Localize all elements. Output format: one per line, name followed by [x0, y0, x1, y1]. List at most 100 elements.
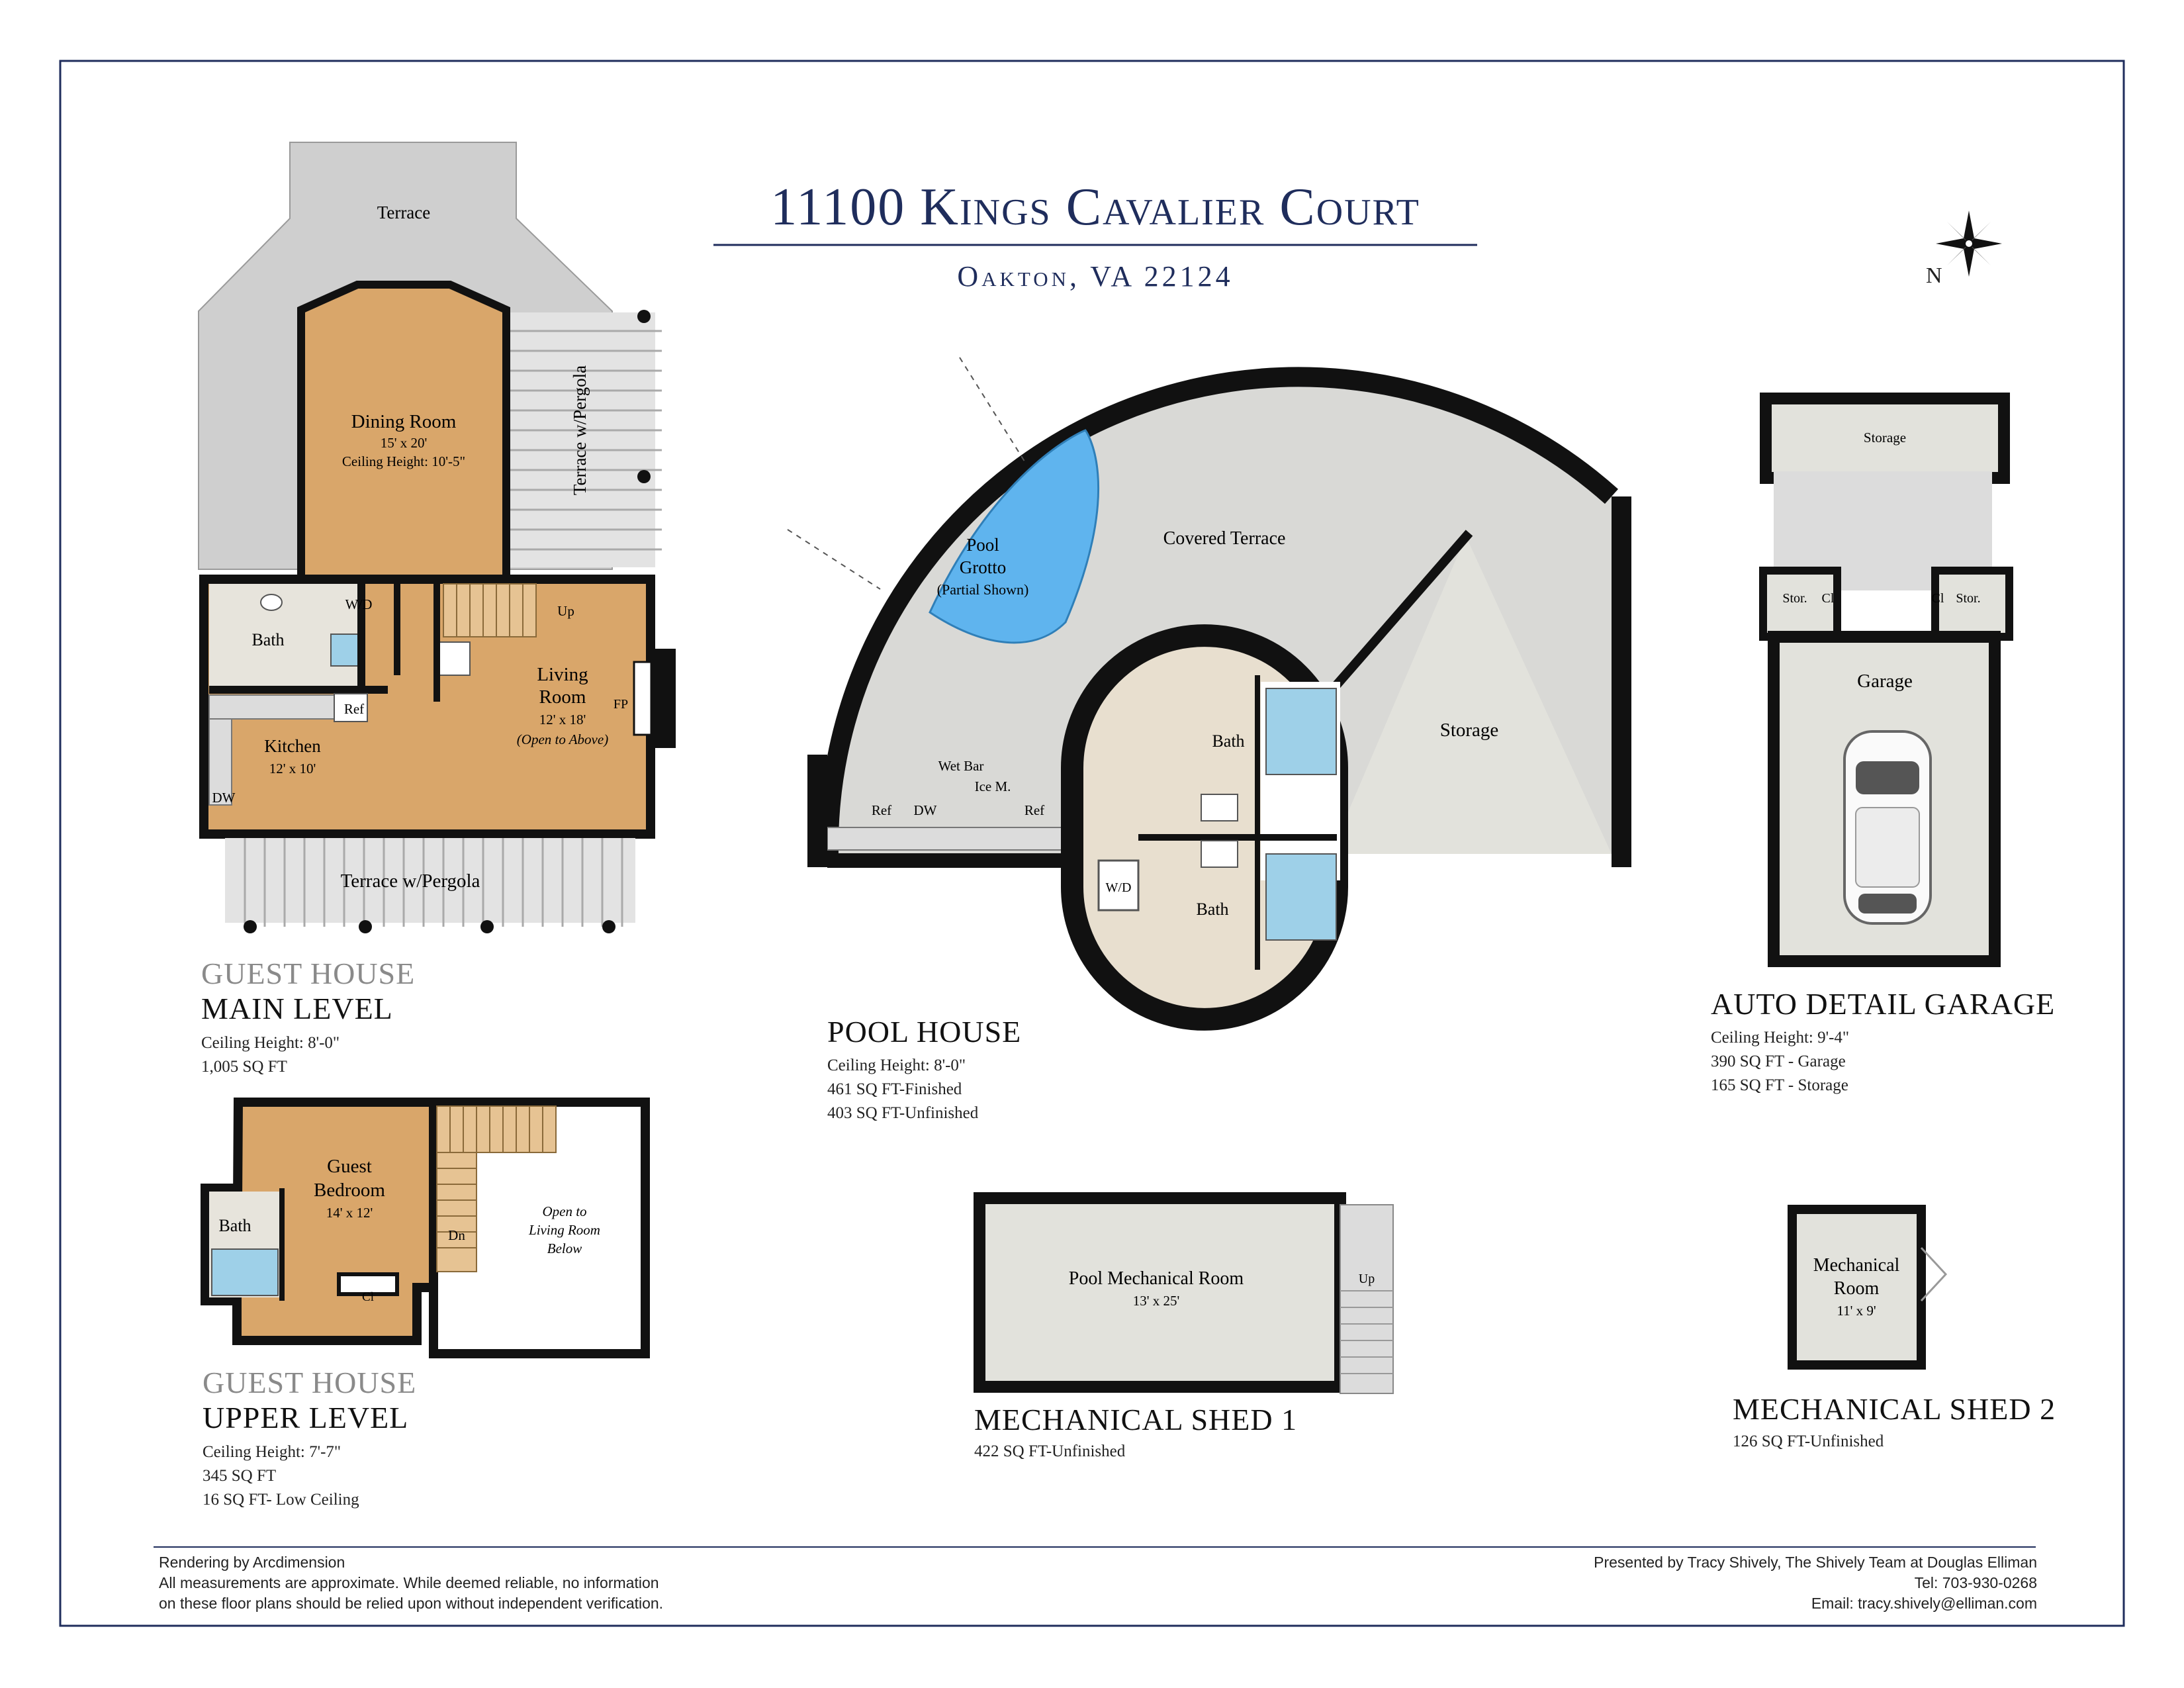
- pool-house-plan: Pool Grotto (Partial Shown) Covered Terr…: [787, 357, 1631, 1031]
- pool-house-stat-finished: 461 SQ FT-Finished: [827, 1080, 962, 1098]
- label-terrace-pergola-side: Terrace w/Pergola: [570, 365, 590, 495]
- label-shed2-room-1: Mechanical: [1813, 1255, 1900, 1276]
- garage-name: AUTO DETAIL GARAGE: [1711, 987, 2056, 1021]
- guest-upper-stat-ceiling: Ceiling Height: 7'-7": [203, 1443, 341, 1461]
- label-wd: W/D: [345, 596, 373, 612]
- compass-rose-icon: [1936, 211, 2002, 277]
- label-dining: Dining Room: [351, 411, 457, 432]
- page-title: 11100 Kings Cavalier Court: [770, 178, 1420, 236]
- garage-plan: Storage Stor. Cl Cl Stor. Garage: [1759, 393, 2013, 967]
- label-kitchen-size: 12' x 10': [269, 761, 316, 776]
- label-dining-size: 15' x 20': [381, 435, 428, 451]
- garage-stat-ceiling: Ceiling Height: 9'-4": [1711, 1029, 1850, 1047]
- pool-mechanical-room: [974, 1192, 1346, 1393]
- footer-credit: Rendering by Arcdimension: [159, 1554, 345, 1571]
- car-icon: [1843, 730, 1932, 925]
- label-shed1-room: Pool Mechanical Room: [1069, 1268, 1244, 1289]
- pool-house-stat-unfinished: 403 SQ FT-Unfinished: [827, 1104, 979, 1122]
- label-partial: (Partial Shown): [937, 581, 1029, 598]
- label-living-note: (Open to Above): [517, 731, 608, 747]
- footer-presenter: Presented by Tracy Shively, The Shively …: [1594, 1554, 2037, 1571]
- label-ice: Ice M.: [975, 778, 1011, 794]
- label-kitchen: Kitchen: [264, 736, 321, 756]
- guest-upper-kicker: GUEST HOUSE: [203, 1366, 417, 1399]
- garage-stat-garage: 390 SQ FT - Garage: [1711, 1053, 1846, 1070]
- label-ref: Ref: [344, 701, 364, 717]
- guest-upper-plan: Guest Bedroom 14' x 12' Bath Dn Cl Open …: [201, 1098, 650, 1358]
- guest-main-stat-sqft: 1,005 SQ FT: [201, 1058, 287, 1076]
- shed1-stats: 422 SQ FT-Unfinished: [974, 1440, 1125, 1464]
- label-shed2-size: 11' x 9': [1837, 1303, 1876, 1319]
- label-storage: Storage: [1440, 720, 1499, 741]
- guest-main-plan: Terrace Dining Room 15' x 20' Ceiling He…: [198, 142, 676, 933]
- label-open-2: Living Room: [528, 1222, 600, 1238]
- label-grotto: Grotto: [960, 557, 1007, 577]
- footer-contact: Presented by Tracy Shively, The Shively …: [1423, 1552, 2037, 1614]
- shed1-stat-sqft: 422 SQ FT-Unfinished: [974, 1442, 1126, 1460]
- label-up: Up: [557, 603, 574, 619]
- shed2-name: MECHANICAL SHED 2: [1733, 1392, 2056, 1426]
- guest-main-kicker: GUEST HOUSE: [201, 957, 416, 990]
- label-dn: Dn: [448, 1227, 465, 1243]
- pergola-side: [510, 312, 655, 567]
- footer-email: Email: tracy.shively@elliman.com: [1811, 1595, 2037, 1612]
- guest-main-stats: Ceiling Height: 8'-0" 1,005 SQ FT: [201, 1031, 340, 1079]
- shed2-plan: Mechanical Room 11' x 9': [1788, 1205, 1948, 1370]
- pool-house-stat-ceiling: Ceiling Height: 8'-0": [827, 1056, 966, 1074]
- footer-disclaimer-line2: on these floor plans should be relied up…: [159, 1595, 664, 1612]
- label-upper-bath: Bath: [218, 1216, 251, 1235]
- label-shed2-room-2: Room: [1834, 1278, 1880, 1299]
- label-bedroom-size: 14' x 12': [326, 1205, 373, 1221]
- guest-upper-level: UPPER LEVEL: [203, 1401, 409, 1434]
- label-shed1-size: 13' x 25': [1133, 1293, 1180, 1309]
- pergola-bottom: [225, 838, 635, 923]
- label-bath-bottom: Bath: [1196, 900, 1228, 919]
- label-terrace: Terrace: [377, 203, 431, 222]
- pool-house-stats: Ceiling Height: 8'-0" 461 SQ FT-Finished…: [827, 1054, 978, 1125]
- label-living-2: Room: [539, 686, 586, 708]
- label-garage-storage: Storage: [1864, 430, 1906, 445]
- label-open-3: Below: [547, 1241, 582, 1256]
- label-wet-bar: Wet Bar: [938, 758, 984, 774]
- north-label: N: [1926, 263, 1942, 288]
- label-garage: Garage: [1857, 671, 1913, 692]
- shed2-stats: 126 SQ FT-Unfinished: [1733, 1430, 1884, 1454]
- guest-upper-stat-low-ceiling: 16 SQ FT- Low Ceiling: [203, 1491, 359, 1509]
- guest-upper-stats: Ceiling Height: 7'-7" 345 SQ FT 16 SQ FT…: [203, 1440, 359, 1512]
- guest-main-level: MAIN LEVEL: [201, 992, 393, 1025]
- shed1-name: MECHANICAL SHED 1: [974, 1403, 1298, 1436]
- label-open-1: Open to: [542, 1203, 586, 1219]
- label-pool: Pool: [966, 535, 999, 555]
- label-stor-left: Stor.: [1782, 591, 1807, 606]
- pool-house-name: POOL HOUSE: [827, 1015, 1022, 1049]
- storage-room: [1330, 536, 1612, 854]
- label-dw: DW: [212, 790, 236, 806]
- garage-storage: [1760, 393, 2010, 484]
- footer-disclaimer-line1: All measurements are approximate. While …: [159, 1574, 659, 1591]
- guest-main-stat-ceiling: Ceiling Height: 8'-0": [201, 1034, 340, 1052]
- label-bedroom: Bedroom: [314, 1180, 385, 1201]
- shed1-plan: Pool Mechanical Room 13' x 25' Up: [974, 1192, 1394, 1394]
- pool-grotto: [929, 429, 1100, 644]
- label-fp: FP: [614, 697, 628, 712]
- label-ref-right: Ref: [1024, 802, 1044, 818]
- label-bath: Bath: [251, 630, 284, 649]
- label-guest: Guest: [327, 1156, 372, 1177]
- label-dining-ceiling: Ceiling Height: 10'-5": [342, 453, 465, 469]
- shed2-stat-sqft: 126 SQ FT-Unfinished: [1733, 1432, 1884, 1450]
- shed1-stairs: [1340, 1204, 1394, 1394]
- label-living-size: 12' x 18': [539, 712, 586, 727]
- label-living: Living: [537, 664, 588, 685]
- footer-phone: Tel: 703-930-0268: [1914, 1574, 2037, 1591]
- label-cl-left: Cl: [1822, 591, 1835, 606]
- label-pool-wd: W/D: [1106, 880, 1132, 895]
- footer-disclaimer: Rendering by Arcdimension All measuremen…: [159, 1552, 663, 1614]
- label-shed1-up: Up: [1359, 1272, 1375, 1286]
- label-terrace-pergola-bottom: Terrace w/Pergola: [341, 870, 480, 892]
- label-dw: DW: [914, 802, 937, 818]
- label-ref-left: Ref: [872, 802, 891, 818]
- label-stor-right: Stor.: [1956, 591, 1980, 606]
- page-subtitle: Oakton, VA 22124: [957, 260, 1234, 293]
- label-bath-top: Bath: [1212, 731, 1244, 751]
